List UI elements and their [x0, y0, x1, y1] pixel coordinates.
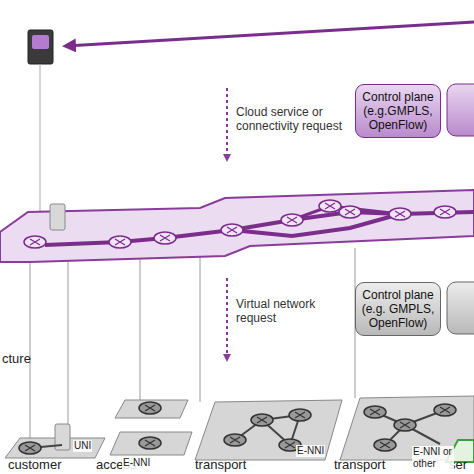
interface-label: E-NNI or other [412, 446, 454, 469]
router-icon [364, 406, 386, 418]
router-icon [289, 409, 311, 421]
response-arrow [66, 22, 474, 46]
tie-line [40, 64, 41, 212]
request-arrow [226, 88, 228, 160]
access-domain [110, 432, 192, 455]
box-text: Control plane (e.g. GMPLS, OpenFlow) [360, 288, 436, 330]
domain-label: transport [195, 458, 246, 473]
virtual-path [292, 206, 400, 220]
domain-label: customer [8, 458, 61, 473]
domain-label: transport [334, 458, 385, 473]
interface-label: E-NNI [296, 445, 325, 457]
access-domain [115, 400, 188, 418]
router-icon [339, 206, 361, 218]
transport-domain [195, 400, 342, 460]
tablet-icon [28, 30, 53, 64]
interface-label: UNI [73, 440, 92, 452]
router-icons [19, 200, 456, 454]
router-icon [139, 437, 161, 449]
router-icon [19, 442, 41, 454]
control-plane-box: Control plane (e.g.GMPLS, OpenFlow) [355, 84, 441, 138]
mapping-lines [30, 248, 355, 440]
router-icon [434, 206, 456, 218]
box-text: Control plane (e.g.GMPLS, OpenFlow) [360, 90, 436, 132]
router-icon [374, 439, 396, 451]
control-box-partial [447, 84, 474, 136]
router-icon [139, 402, 161, 414]
router-icon [24, 236, 46, 248]
router-icon [281, 214, 303, 226]
router-icon [434, 404, 456, 416]
virtual-path [232, 214, 400, 236]
router-icon [109, 236, 131, 248]
router-icon [251, 414, 273, 426]
interface-label: E-NNI [122, 457, 151, 469]
request-label: Cloud service or connectivity request [236, 106, 348, 134]
server-icon [50, 204, 65, 230]
router-icon [224, 434, 246, 446]
router-icon [389, 208, 411, 220]
router-icon [394, 419, 416, 431]
virtual-network-layer [0, 190, 474, 262]
router-icon [221, 224, 243, 236]
control-box-partial [447, 282, 474, 334]
control-plane-box: Control plane (e.g. GMPLS, OpenFlow) [355, 282, 441, 336]
tablet-screen [32, 35, 49, 49]
router-icon [319, 200, 341, 212]
layer-label: cture [2, 352, 31, 367]
router-icon [154, 232, 176, 244]
request-arrow [226, 278, 228, 360]
request-label: Virtual network request [236, 298, 336, 326]
